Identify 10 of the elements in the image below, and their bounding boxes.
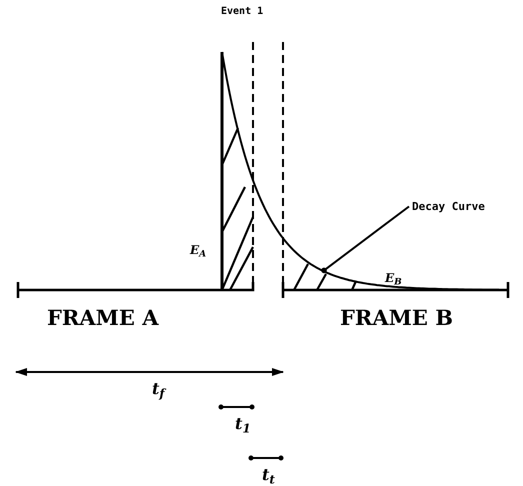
energy-label: E$_{A}$ (190, 244, 206, 260)
event-label: Event 1 (221, 7, 264, 17)
decay-curve (221, 52, 500, 291)
leader-line (321, 206, 410, 274)
dimension-label: t$_{1}$ (235, 416, 251, 435)
frame-label: FRAME B (340, 307, 453, 328)
frame-label: FRAME A (47, 307, 159, 328)
dimension-label: t$_{f}$ (152, 381, 165, 400)
energy-label: E$_{B}$ (385, 272, 402, 288)
dimension-label: t$_{t}$ (262, 467, 275, 486)
